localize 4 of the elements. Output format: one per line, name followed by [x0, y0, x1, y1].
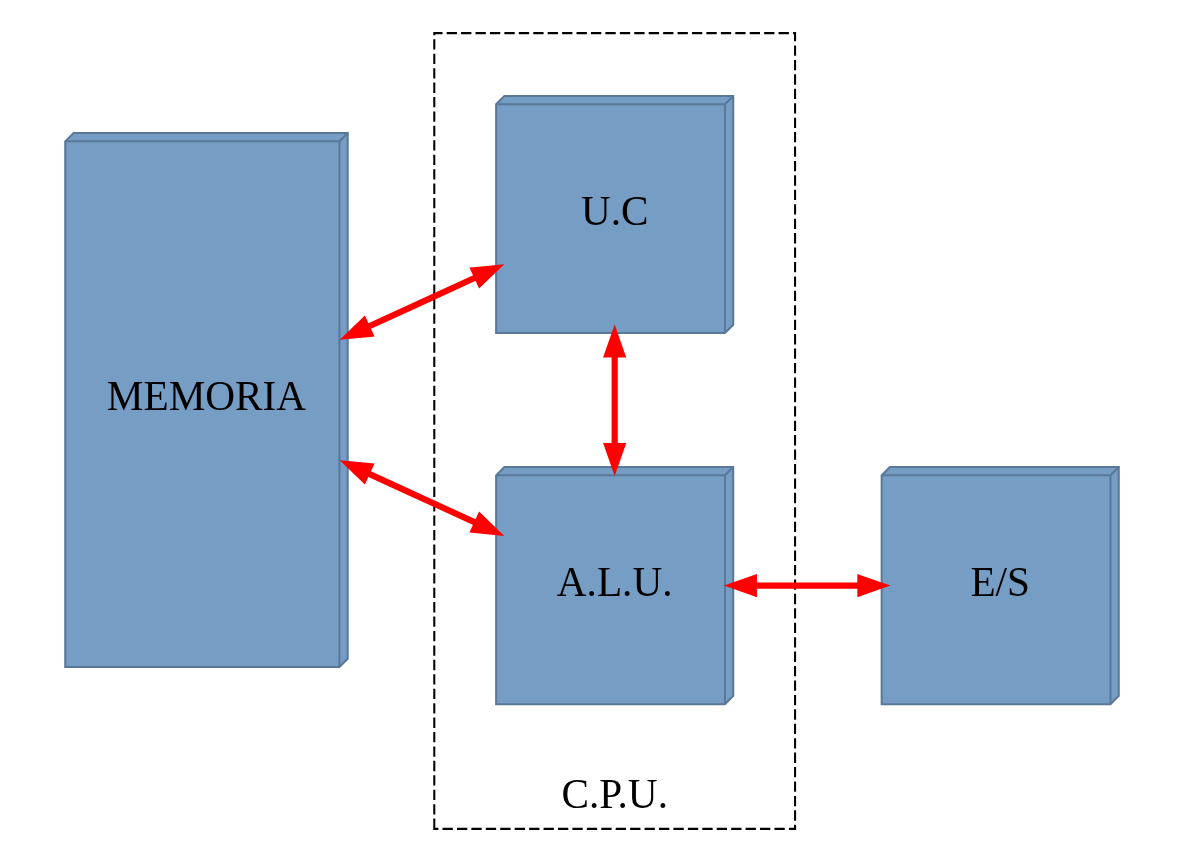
- arrow: [339, 460, 504, 536]
- arrow: [602, 324, 626, 477]
- arrow: [723, 574, 890, 598]
- arrow: [339, 264, 504, 340]
